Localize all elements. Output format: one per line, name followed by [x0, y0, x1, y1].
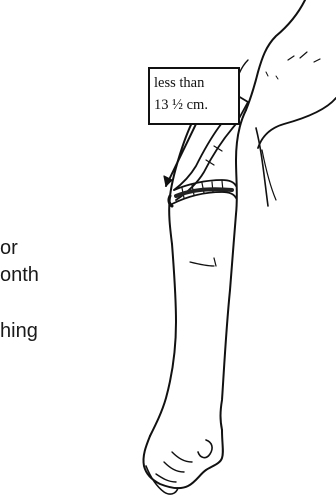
thumb [198, 440, 212, 458]
measurement-callout-box: less than 13 ½ cm. [148, 67, 240, 125]
upper-arm-outer [236, 110, 246, 214]
forearm-inner [150, 244, 176, 436]
hand-outline [143, 430, 222, 488]
torso-right-edge [258, 98, 336, 148]
callout-line-2: 13 ½ cm. [154, 94, 238, 116]
pointer-arrow-line [166, 124, 196, 186]
shoulder-outline [246, 0, 305, 110]
callout-line-1: less than [154, 72, 238, 94]
shoulder-hatch-2 [266, 72, 278, 79]
elbow-mark [214, 258, 216, 266]
cropped-text-line-3: hing [0, 320, 38, 343]
elbow-crease [190, 262, 214, 266]
shoulder-hatch-1 [288, 52, 320, 62]
cropped-text-line-1: or [0, 237, 18, 260]
cropped-text-line-2: onth [0, 264, 39, 287]
forearm-outer [221, 214, 237, 430]
fingers [156, 452, 192, 482]
finger-tips [146, 466, 178, 494]
